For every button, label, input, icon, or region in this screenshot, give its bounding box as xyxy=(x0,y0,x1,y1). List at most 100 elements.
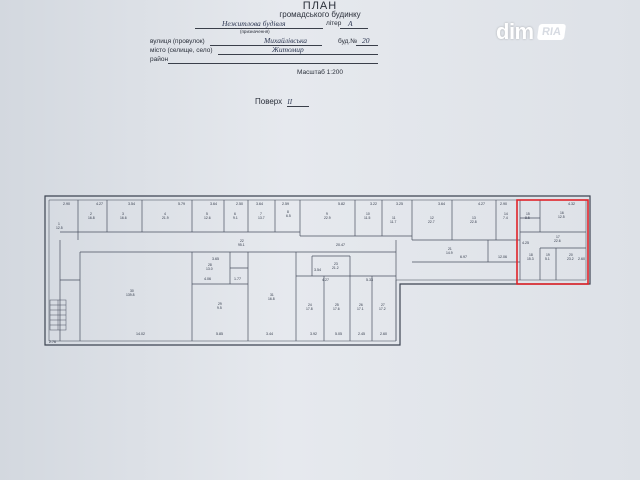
dim-ria-watermark: dim RIA xyxy=(496,16,608,48)
room-label-text: 4 xyxy=(164,212,166,216)
document-subtitle: громадського будинку xyxy=(279,10,361,19)
room-label-text: 13 xyxy=(472,216,476,220)
room-label-text: 17.6 xyxy=(333,307,340,311)
room-label-r6: 69.1 xyxy=(233,212,238,220)
room-label-r3: 316.6 xyxy=(120,212,127,220)
inner-dim-2: 4.27 xyxy=(322,278,329,282)
inner-dim-12: 2.60 xyxy=(380,332,387,336)
inner-dim-4: 4.06 xyxy=(204,277,211,281)
top-dim-11: 3.25 xyxy=(396,202,403,206)
room-label-text: 15 xyxy=(526,212,530,216)
room-label-text: 7.4 xyxy=(503,216,508,220)
inner-dim-6: 14.02 xyxy=(136,332,145,336)
street-underline xyxy=(210,45,322,46)
inner-dim-19: 3.54 xyxy=(314,268,321,272)
top-dim-1: 2.90 xyxy=(63,202,70,206)
room-label-text: 139.8 xyxy=(126,293,135,297)
room-label-text: 31 xyxy=(270,293,274,297)
room-label-r5: 512.6 xyxy=(204,212,211,220)
top-dim-7: 3.64 xyxy=(256,202,263,206)
top-dim-6: 2.50 xyxy=(236,202,243,206)
inner-dim-5: 3.65 xyxy=(212,257,219,261)
room-label-text: 10 xyxy=(366,212,370,216)
inner-dim-8: 3.44 xyxy=(266,332,273,336)
house-underline xyxy=(356,45,378,46)
room-label-text: 21.9 xyxy=(162,216,169,220)
room-label-text: 13.0 xyxy=(206,267,213,271)
room-label-text: 6.5 xyxy=(286,214,291,218)
scale-text: Масштаб 1:200 xyxy=(297,69,343,76)
room-label-text: 8.5 xyxy=(525,216,530,220)
room-label-text: 21 xyxy=(448,247,452,251)
inner-dim-13: 12.06 xyxy=(498,255,507,259)
room-label-r1: 112.5 xyxy=(56,222,63,230)
room-label-text: 5 xyxy=(206,212,208,216)
room-label-text: 30 xyxy=(130,289,134,293)
room-label-text: 16.6 xyxy=(120,216,127,220)
room-label-r8: 86.5 xyxy=(286,210,291,218)
room-label-text: 2 xyxy=(90,212,92,216)
room-label-r2: 216.8 xyxy=(88,212,95,220)
liter-underline xyxy=(340,28,368,29)
room-label-text: 16.8 xyxy=(88,216,95,220)
room-label-text: 5.1 xyxy=(545,257,550,261)
room-label-text: 9.5 xyxy=(217,306,222,310)
district-label: район xyxy=(150,56,169,63)
liter-label: літер xyxy=(326,20,342,27)
city-value: Житомир xyxy=(272,45,304,54)
room-label-text: 17 xyxy=(556,235,560,239)
district-underline xyxy=(168,63,378,64)
house-label: буд.№ xyxy=(338,38,358,45)
purpose-note: (призначення) xyxy=(240,29,270,34)
floor-label: Поверх ІІ xyxy=(255,97,310,107)
floor-label-text: Поверх xyxy=(255,97,283,106)
room-label-text: 12.6 xyxy=(204,216,211,220)
top-dim-12: 3.64 xyxy=(438,202,445,206)
inner-dim-10: 5.05 xyxy=(335,332,342,336)
inner-dim-7: 5.85 xyxy=(216,332,223,336)
room-label-text: 16 xyxy=(560,211,564,215)
room-label-text: 14.9 xyxy=(446,251,453,255)
top-dim-10: 3.22 xyxy=(370,202,377,206)
room-label-text: 22.7 xyxy=(428,220,435,224)
inner-dim-9: 3.92 xyxy=(310,332,317,336)
room-label-text: 17.2 xyxy=(379,307,386,311)
room-label-text: 11.5 xyxy=(364,216,370,220)
room-label-text: 28 xyxy=(208,263,212,267)
top-dim-15: 4.32 xyxy=(568,202,575,206)
room-label-r19: 195.1 xyxy=(545,253,550,261)
room-label-text: 29 xyxy=(218,302,222,306)
room-label-text: 12.5 xyxy=(56,226,63,230)
liter-value: А xyxy=(348,19,353,28)
room-label-text: 22.9 xyxy=(324,216,331,220)
building-name-value: Нежитлова будівля xyxy=(222,19,286,28)
room-label-text: 8 xyxy=(287,210,289,214)
room-label-text: 11.7 xyxy=(390,220,396,224)
top-dim-9: 5.82 xyxy=(338,202,345,206)
street-value: Михайлівська xyxy=(264,36,308,45)
city-underline xyxy=(218,54,378,55)
room-label-text: 20 xyxy=(569,253,573,257)
room-label-r14: 147.4 xyxy=(503,212,508,220)
inner-dim-18: 6.97 xyxy=(460,255,467,259)
highlighted-area-frame xyxy=(516,199,589,285)
room-label-text: 12 xyxy=(430,216,434,220)
building-name-underline xyxy=(195,28,323,29)
room-label-text: 9.1 xyxy=(233,216,238,220)
room-label-text: 12.5 xyxy=(558,215,565,219)
room-label-r15: 158.5 xyxy=(525,212,530,220)
room-label-text: 22.8 xyxy=(470,220,477,224)
staircase-symbol xyxy=(49,299,67,331)
top-dim-3: 3.54 xyxy=(128,202,135,206)
top-dim-13: 4.27 xyxy=(478,202,485,206)
